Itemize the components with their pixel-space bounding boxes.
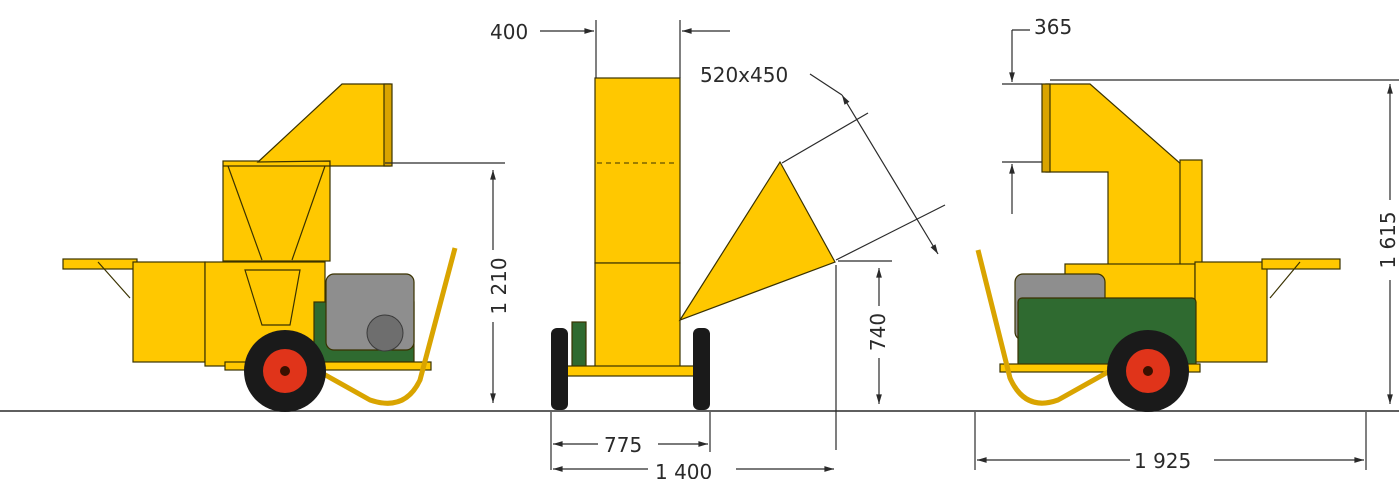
chute-flap	[383, 83, 393, 167]
funnel-neck	[244, 269, 301, 326]
hopper	[222, 160, 331, 262]
frame-rail	[224, 361, 432, 371]
infeed-box	[132, 261, 206, 363]
dim-overall-height: 1 615	[1050, 79, 1399, 405]
discharge-chute-right	[1045, 83, 1191, 266]
wheel-right	[693, 328, 710, 410]
dim-label-overall-height: 1 615	[1376, 211, 1399, 268]
axle	[561, 365, 709, 377]
dim-label-height-side: 1 210	[487, 257, 511, 314]
discharge-chute	[256, 83, 391, 167]
wheel-left	[551, 328, 568, 410]
dim-label-hopper-width: 400	[490, 20, 528, 44]
front-view	[551, 77, 836, 410]
dim-label-track-width: 775	[604, 433, 642, 457]
dim-overall-length: 1 925	[974, 412, 1367, 473]
feed-table-right	[1261, 258, 1341, 270]
dim-label-overall-width: 1 400	[655, 460, 712, 479]
engine-pulley	[366, 314, 404, 352]
chute-column	[594, 77, 681, 264]
wheel-hub-right	[1143, 366, 1153, 376]
dim-overall-width: 1 400	[553, 460, 834, 483]
dim-discharge-height: 740	[835, 260, 892, 450]
feed-table-brace-right	[1269, 261, 1301, 299]
dim-label-discharge-height: 740	[866, 313, 890, 351]
dim-chute-opening: 520x450	[700, 63, 946, 261]
discharge-funnel	[678, 160, 836, 322]
tow-handle	[318, 247, 458, 406]
engine-side	[571, 321, 587, 371]
feed-table-brace	[97, 261, 131, 299]
dim-height-side: 1 210	[385, 162, 511, 404]
tow-handle-right	[975, 249, 1110, 406]
hopper-lines	[223, 165, 330, 261]
infeed-box-right	[1194, 261, 1268, 363]
dim-track-width: 775	[550, 412, 711, 470]
housing-front	[594, 262, 681, 370]
dim-label-feed-height: 365	[1034, 15, 1072, 39]
dim-hopper-width: 400	[490, 20, 730, 78]
dim-label-overall-length: 1 925	[1134, 449, 1191, 473]
chute-flap-right	[1041, 83, 1051, 173]
frame-rail-right	[999, 363, 1201, 373]
hopper-right	[1179, 159, 1203, 266]
wheel-hub	[280, 366, 290, 376]
right-side-view	[975, 83, 1341, 412]
dim-label-chute-opening: 520x450	[700, 63, 788, 87]
dim-feed-height: 365	[1002, 15, 1072, 214]
left-side-view	[62, 83, 458, 412]
